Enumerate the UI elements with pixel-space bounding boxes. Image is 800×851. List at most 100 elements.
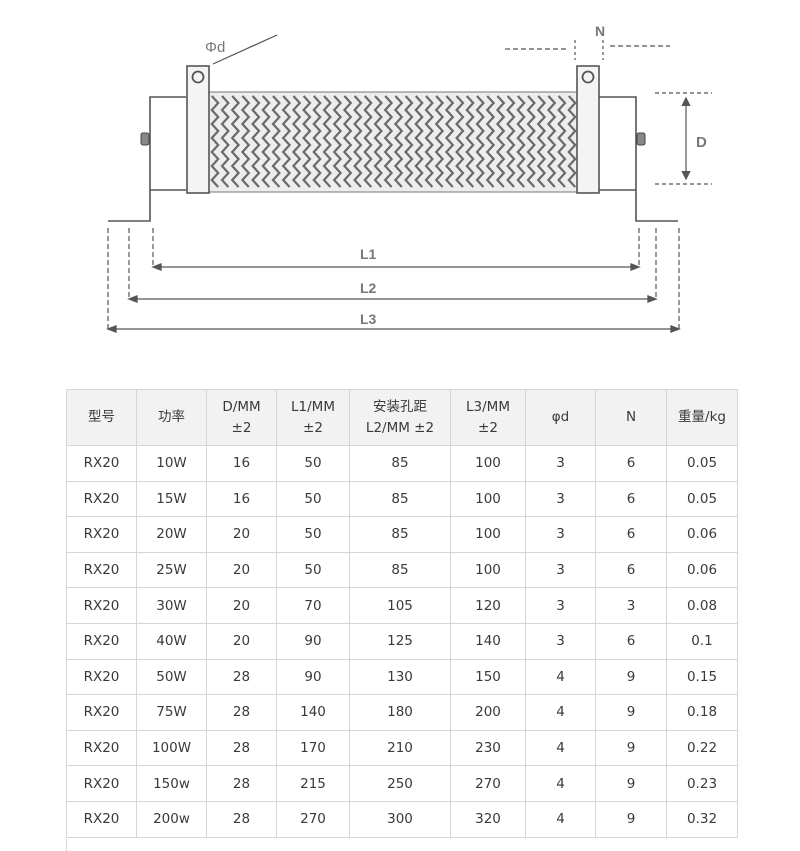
table-cell: 3 xyxy=(525,587,596,624)
table-cell: 30W xyxy=(136,587,207,624)
column-header-text: ±2 xyxy=(303,419,323,436)
coil-winding xyxy=(281,95,292,188)
table-cell: 230 xyxy=(450,729,526,767)
table-cell: 20W xyxy=(136,516,207,553)
table-cell: 70 xyxy=(276,587,350,624)
table-cell: 9 xyxy=(595,765,667,802)
table-cell: 9 xyxy=(595,658,667,696)
column-header-text: ±2 xyxy=(231,419,252,436)
column-header-text: L3/MM xyxy=(466,398,510,415)
coil-winding xyxy=(567,95,577,188)
table-cell: 75W xyxy=(136,694,207,731)
table-cell: 200w xyxy=(136,800,207,838)
column-header-text: 重量/kg xyxy=(678,409,726,425)
table-cell: 85 xyxy=(349,480,451,518)
l1-label: L1 xyxy=(360,246,377,262)
column-header-text: L2/MM ±2 xyxy=(365,419,435,436)
column-header-text: N xyxy=(625,409,637,425)
table-continuation xyxy=(66,839,738,851)
table-cell: 200 xyxy=(450,694,526,731)
table-cell: 10W xyxy=(136,445,207,482)
coil-winding xyxy=(444,95,455,188)
column-header: φd xyxy=(525,389,596,446)
table-cell: 320 xyxy=(450,800,526,838)
table-cell: 6 xyxy=(595,480,667,518)
table-cell: 20 xyxy=(206,551,277,589)
table-cell: 170 xyxy=(276,729,350,767)
coil-winding xyxy=(414,95,424,188)
table-cell: 140 xyxy=(450,622,526,660)
table-cell: RX20 xyxy=(66,658,137,696)
phi-d-leader xyxy=(212,34,278,65)
table-cell: 250 xyxy=(349,765,451,802)
coil-winding xyxy=(322,95,332,188)
terminal-right xyxy=(576,65,600,194)
table-cell: 28 xyxy=(206,729,277,767)
column-header: D/MM ±2 xyxy=(206,389,277,446)
table-cell: 120 xyxy=(450,587,526,624)
column-header: L3/MM ±2 xyxy=(450,389,526,446)
coil-winding xyxy=(363,95,373,188)
column-header: 重量/kg xyxy=(666,389,738,446)
resistor-dimension-diagram: Φd N D L1 L2 L3 xyxy=(106,23,712,333)
table-cell: 28 xyxy=(206,658,277,696)
coil-winding xyxy=(261,95,271,188)
table-cell: 50 xyxy=(276,480,350,518)
table-cell: 140 xyxy=(276,694,350,731)
table-cell: 150w xyxy=(136,765,207,802)
table-cell: 16 xyxy=(206,445,277,482)
column-header-text: 安装孔距 xyxy=(373,398,427,415)
table-cell: 20 xyxy=(206,516,277,553)
table-cell: 28 xyxy=(206,800,277,838)
table-cell: 0.08 xyxy=(666,587,738,624)
coil-winding xyxy=(373,95,383,188)
table-cell: 0.23 xyxy=(666,765,738,802)
table-cell: 9 xyxy=(595,729,667,767)
table-cell: 15W xyxy=(136,480,207,518)
table-cell: 300 xyxy=(349,800,451,838)
table-cell: 50W xyxy=(136,658,207,696)
table-cell: RX20 xyxy=(66,800,137,838)
table-cell: 0.06 xyxy=(666,551,738,589)
coil-winding xyxy=(516,95,526,188)
table-cell: 0.1 xyxy=(666,622,738,660)
table-cell: 270 xyxy=(450,765,526,802)
coil-winding xyxy=(353,95,363,188)
table-cell: 3 xyxy=(525,516,596,553)
table-cell: 90 xyxy=(276,622,350,660)
column-header-text: 功率 xyxy=(158,409,185,425)
table-cell: 85 xyxy=(349,551,451,589)
resistance-wire-coil xyxy=(210,95,577,188)
table-cell: 6 xyxy=(595,551,667,589)
coil-winding xyxy=(557,95,567,188)
table-cell: 20 xyxy=(206,587,277,624)
coil-winding xyxy=(536,95,547,188)
coil-winding xyxy=(271,95,281,188)
coil-winding xyxy=(455,95,465,188)
column-header: N xyxy=(595,389,667,446)
table-cell: 40W xyxy=(136,622,207,660)
l3-dimension xyxy=(106,325,681,333)
column-header-text: D/MM xyxy=(222,398,261,415)
end-screw xyxy=(140,132,646,146)
table-cell: 4 xyxy=(525,800,596,838)
coil-winding xyxy=(404,95,414,188)
ceramic-tube xyxy=(204,91,583,193)
table-cell: 3 xyxy=(525,480,596,518)
table-cell: RX20 xyxy=(66,516,137,553)
table-cell: RX20 xyxy=(66,729,137,767)
n-label: N xyxy=(595,23,605,39)
column-header-text: ±2 xyxy=(478,419,498,436)
table-cell: 16 xyxy=(206,480,277,518)
table-cell: 0.06 xyxy=(666,516,738,553)
coil-winding xyxy=(383,95,394,188)
coil-winding xyxy=(546,95,557,188)
phi-d-label: Φd xyxy=(205,39,225,56)
